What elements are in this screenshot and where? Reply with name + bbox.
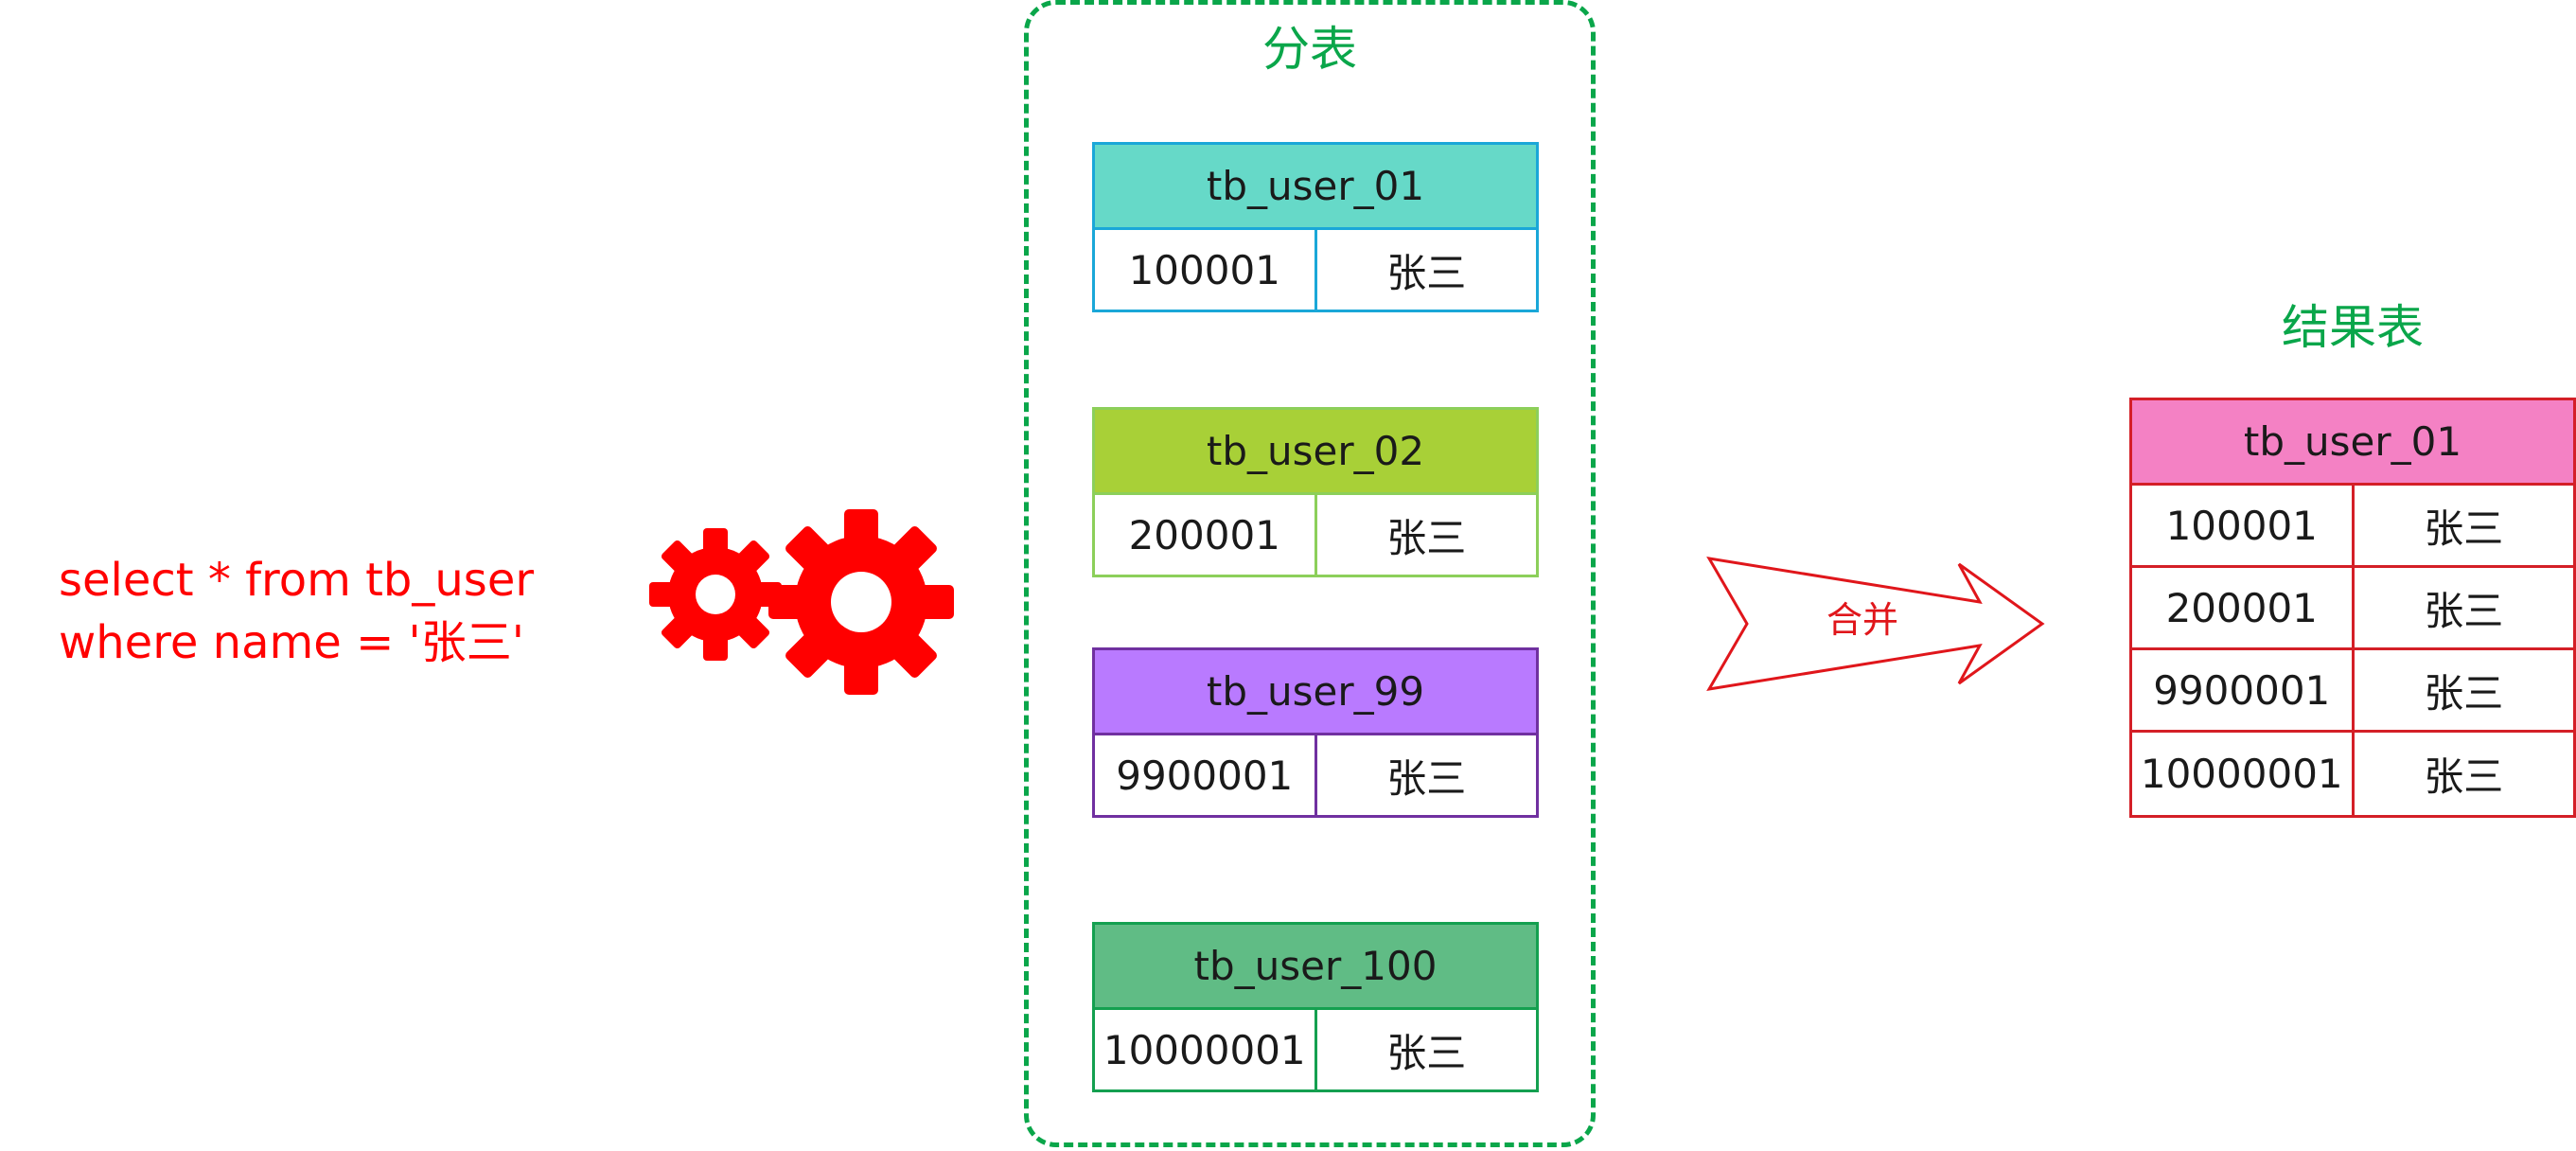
shard-table-tb-user-01: tb_user_01 100001 张三 xyxy=(1092,142,1539,312)
id-cell: 9900001 xyxy=(2132,650,2355,730)
id-cell: 10000001 xyxy=(1095,1010,1317,1089)
sql-query-line-2: where name = '张三' xyxy=(59,616,524,669)
shard-table-tb-user-02: tb_user_02 200001 张三 xyxy=(1092,407,1539,577)
table-row: 200001 张三 xyxy=(1095,495,1536,575)
result-table-header: tb_user_01 xyxy=(2132,400,2573,486)
name-cell: 张三 xyxy=(1386,1029,1467,1076)
shard-table-tb-user-100: tb_user_100 10000001 张三 xyxy=(1092,922,1539,1092)
small-gear-icon xyxy=(649,528,782,661)
shard-group-title: 分表 xyxy=(1262,22,1357,77)
shard-table-tb-user-99: tb_user_99 9900001 张三 xyxy=(1092,647,1539,818)
table-row: 10000001 张三 xyxy=(2132,733,2573,815)
name-cell: 张三 xyxy=(2424,669,2504,717)
large-gear-icon xyxy=(768,509,954,695)
id-cell: 10000001 xyxy=(2132,733,2355,815)
id-cell: 100001 xyxy=(1095,230,1317,310)
name-cell: 张三 xyxy=(2424,505,2504,552)
sql-query-line-1: select * from tb_user xyxy=(59,554,535,607)
table-row: 9900001 张三 xyxy=(1095,735,1536,815)
id-cell: 200001 xyxy=(1095,495,1317,575)
id-cell: 9900001 xyxy=(1095,735,1317,815)
name-cell: 张三 xyxy=(1386,754,1467,802)
id-cell: 100001 xyxy=(2132,486,2355,565)
table-row: 200001 张三 xyxy=(2132,568,2573,650)
name-cell: 张三 xyxy=(2424,587,2504,634)
shard-table-header: tb_user_99 xyxy=(1095,650,1536,735)
merge-label: 合并 xyxy=(1826,599,1898,641)
table-row: 9900001 张三 xyxy=(2132,650,2573,733)
shard-tables-group xyxy=(1024,0,1596,1147)
sql-query: select * from tb_user where name = '张三' xyxy=(59,549,534,674)
shard-table-header: tb_user_01 xyxy=(1095,145,1536,230)
table-row: 100001 张三 xyxy=(2132,486,2573,568)
result-table-title: 结果表 xyxy=(2282,300,2424,355)
name-cell: 张三 xyxy=(1386,249,1467,296)
name-cell: 张三 xyxy=(2424,753,2504,800)
shard-table-header: tb_user_02 xyxy=(1095,410,1536,495)
merge-arrow-icon xyxy=(1706,557,2045,691)
table-row: 100001 张三 xyxy=(1095,230,1536,310)
name-cell: 张三 xyxy=(1386,514,1467,561)
result-table: tb_user_01 100001 张三 200001 张三 9900001 张… xyxy=(2129,398,2576,818)
table-row: 10000001 张三 xyxy=(1095,1010,1536,1089)
id-cell: 200001 xyxy=(2132,568,2355,647)
shard-table-header: tb_user_100 xyxy=(1095,925,1536,1010)
gears-icon xyxy=(649,509,954,695)
